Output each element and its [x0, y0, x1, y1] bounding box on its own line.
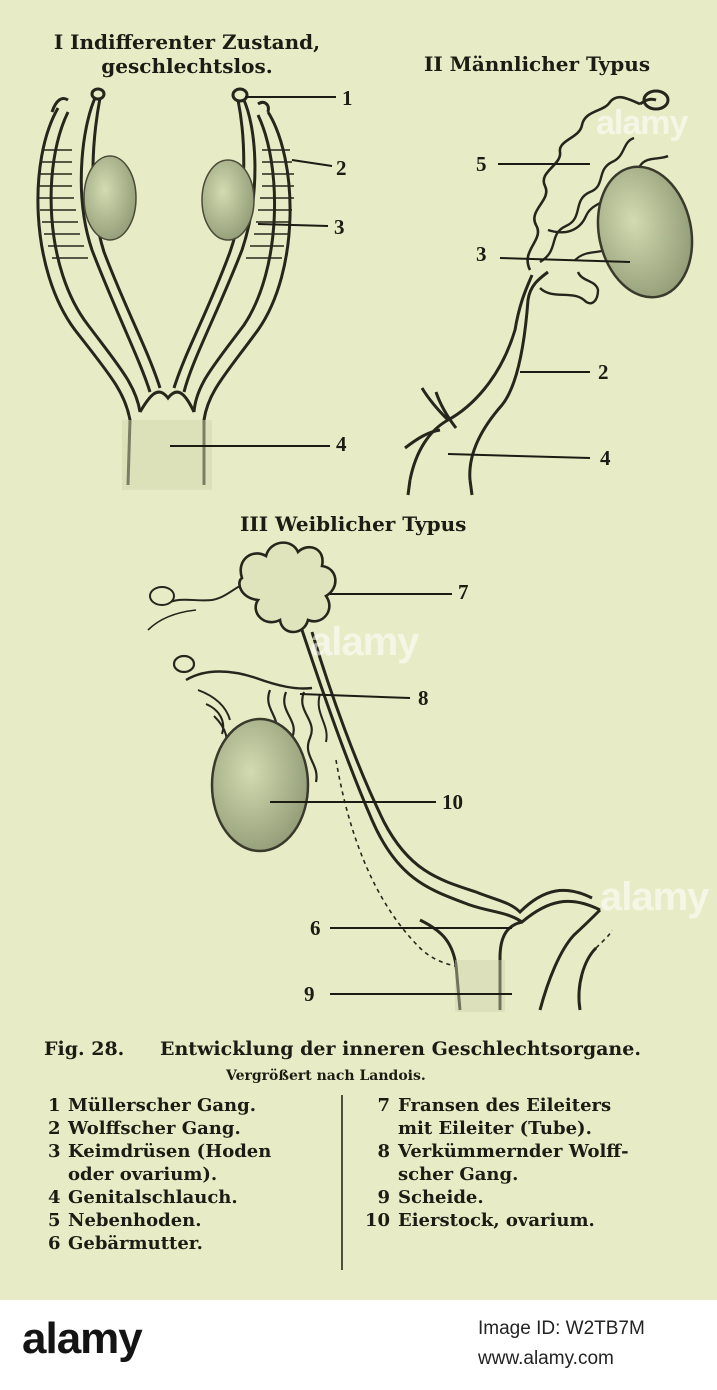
site-url[interactable]: www.alamy.com: [478, 1348, 614, 1369]
gonad-right: [201, 159, 255, 241]
heading-male: II Männlicher Typus: [424, 52, 651, 76]
ovary: [210, 717, 310, 853]
label-2-male: 2: [598, 360, 609, 384]
watermark-text: alamy: [600, 875, 709, 919]
label-3: 3: [334, 215, 345, 239]
label-9: 9: [304, 982, 315, 1006]
legend-item: oder ovarium).: [68, 1164, 218, 1185]
label-1: 1: [342, 86, 353, 110]
label-8: 8: [418, 686, 429, 710]
label-7: 7: [458, 580, 469, 604]
label-6: 6: [310, 916, 321, 940]
heading-indifferent: I Indifferenter Zustand, geschlechtslos.: [53, 30, 321, 78]
anatomy-drawing: [36, 87, 694, 1270]
figure-title: Entwicklung der inneren Geschlechtsorgan…: [160, 1038, 641, 1060]
legend-item: mit Eileiter (Tube).: [398, 1118, 592, 1139]
figure-male: [404, 89, 670, 496]
label-3-male: 3: [476, 242, 487, 266]
testis: [596, 165, 694, 299]
image-info: Image ID: W2TB7M www.alamy.com: [478, 1314, 645, 1374]
figure-number: Fig. 28.: [44, 1038, 125, 1060]
label-5: 5: [476, 152, 487, 176]
figure-subtitle: Vergrößert nach Landois.: [226, 1068, 426, 1084]
label-2: 2: [336, 156, 347, 180]
figure-indifferent: [36, 87, 294, 486]
label-4: 4: [336, 432, 347, 456]
footer-bar: [0, 1300, 717, 1390]
image-id: Image ID: W2TB7M: [478, 1318, 645, 1339]
gonad-left: [83, 155, 137, 241]
legend-item: scher Gang.: [398, 1164, 519, 1185]
label-10: 10: [442, 790, 463, 814]
illustration-plate: alamy alamy alamy I Indifferenter Zustan…: [0, 0, 717, 1300]
heading-female: III Weiblicher Typus: [240, 512, 467, 536]
alamy-logo: alamy: [22, 1314, 143, 1363]
watermark-text: alamy: [310, 620, 419, 664]
label-4-male: 4: [600, 446, 611, 470]
watermark-text: alamy: [596, 104, 688, 142]
